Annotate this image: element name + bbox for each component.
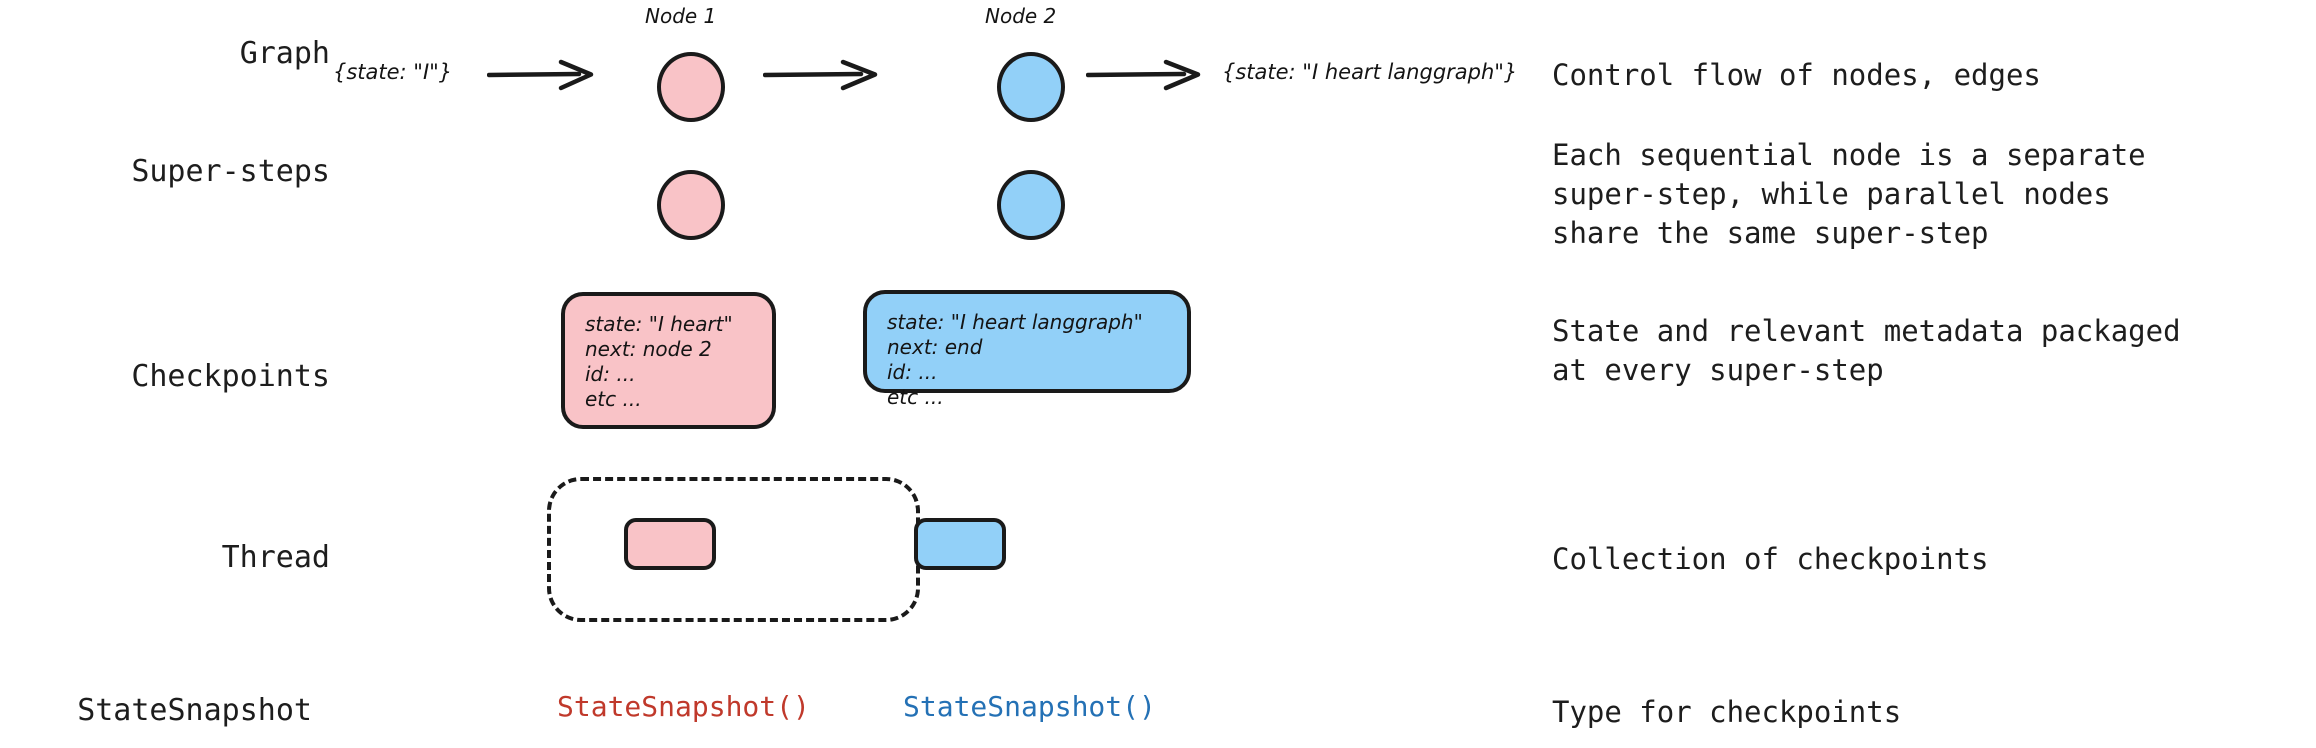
description-super-steps: Each sequential node is a separate super…	[1552, 138, 2146, 250]
node-1-caption: Node 1	[645, 4, 717, 28]
checkpoint-1-line-state: state: "I heart"	[585, 312, 733, 336]
row-label-thread: Thread	[0, 540, 330, 575]
description-statesnapshot: Type for checkpoints	[1552, 695, 1902, 729]
checkpoint-box-1[interactable]: state: "I heart" next: node 2 id: ... et…	[561, 292, 776, 429]
thread-checkpoint-chip-1[interactable]	[624, 518, 716, 570]
checkpoint-1-line-id: id: ...	[585, 362, 636, 386]
row-label-checkpoints: Checkpoints	[0, 359, 330, 394]
row-label-checkpoints-text: Checkpoints	[131, 359, 330, 394]
row-label-graph-text: Graph	[239, 36, 330, 71]
checkpoint-2-line-next: next: end	[887, 335, 983, 359]
description-checkpoints: State and relevant metadata packaged at …	[1552, 314, 2181, 387]
thread-container[interactable]	[547, 477, 920, 622]
super-step-node-1[interactable]	[657, 170, 725, 240]
checkpoint-2-line-state: state: "I heart langgraph"	[887, 310, 1143, 334]
checkpoint-box-2[interactable]: state: "I heart langgraph" next: end id:…	[863, 290, 1191, 409]
statesnapshot-type-2: StateSnapshot()	[903, 690, 1156, 723]
row-label-thread-text: Thread	[221, 540, 330, 575]
checkpoint-1-line-next: next: node 2	[585, 337, 712, 361]
description-graph: Control flow of nodes, edges	[1552, 58, 2041, 92]
arrow-3-svg	[1085, 59, 1201, 91]
edge-arrow-3	[1085, 58, 1204, 96]
input-state-expression: {state: "I"}	[333, 60, 453, 84]
checkpoint-1-line-etc: etc ...	[585, 387, 642, 411]
edge-arrow-1	[486, 58, 597, 96]
checkpoint-2-line-id: id: ...	[887, 360, 938, 384]
arrow-1-svg	[486, 59, 594, 91]
row-label-super-steps: Super-steps	[0, 154, 330, 189]
node-2-caption: Node 2	[985, 4, 1057, 28]
output-state-expression: {state: "I heart langgraph"}	[1222, 60, 1518, 84]
edge-arrow-2	[762, 58, 881, 96]
checkpoint-2-line-etc: etc ...	[887, 385, 944, 409]
super-step-node-2[interactable]	[997, 170, 1065, 240]
graph-node-2[interactable]	[997, 52, 1065, 122]
row-label-statesnapshot: StateSnapshot	[0, 693, 312, 728]
thread-checkpoint-chip-2[interactable]	[914, 518, 1006, 570]
row-label-graph: Graph	[0, 36, 330, 71]
statesnapshot-type-1: StateSnapshot()	[557, 690, 810, 723]
graph-node-1[interactable]	[657, 52, 725, 122]
description-thread: Collection of checkpoints	[1552, 542, 1989, 576]
arrow-2-svg	[762, 59, 878, 91]
row-label-statesnapshot-text: StateSnapshot	[77, 693, 312, 728]
row-label-super-steps-text: Super-steps	[131, 154, 330, 189]
